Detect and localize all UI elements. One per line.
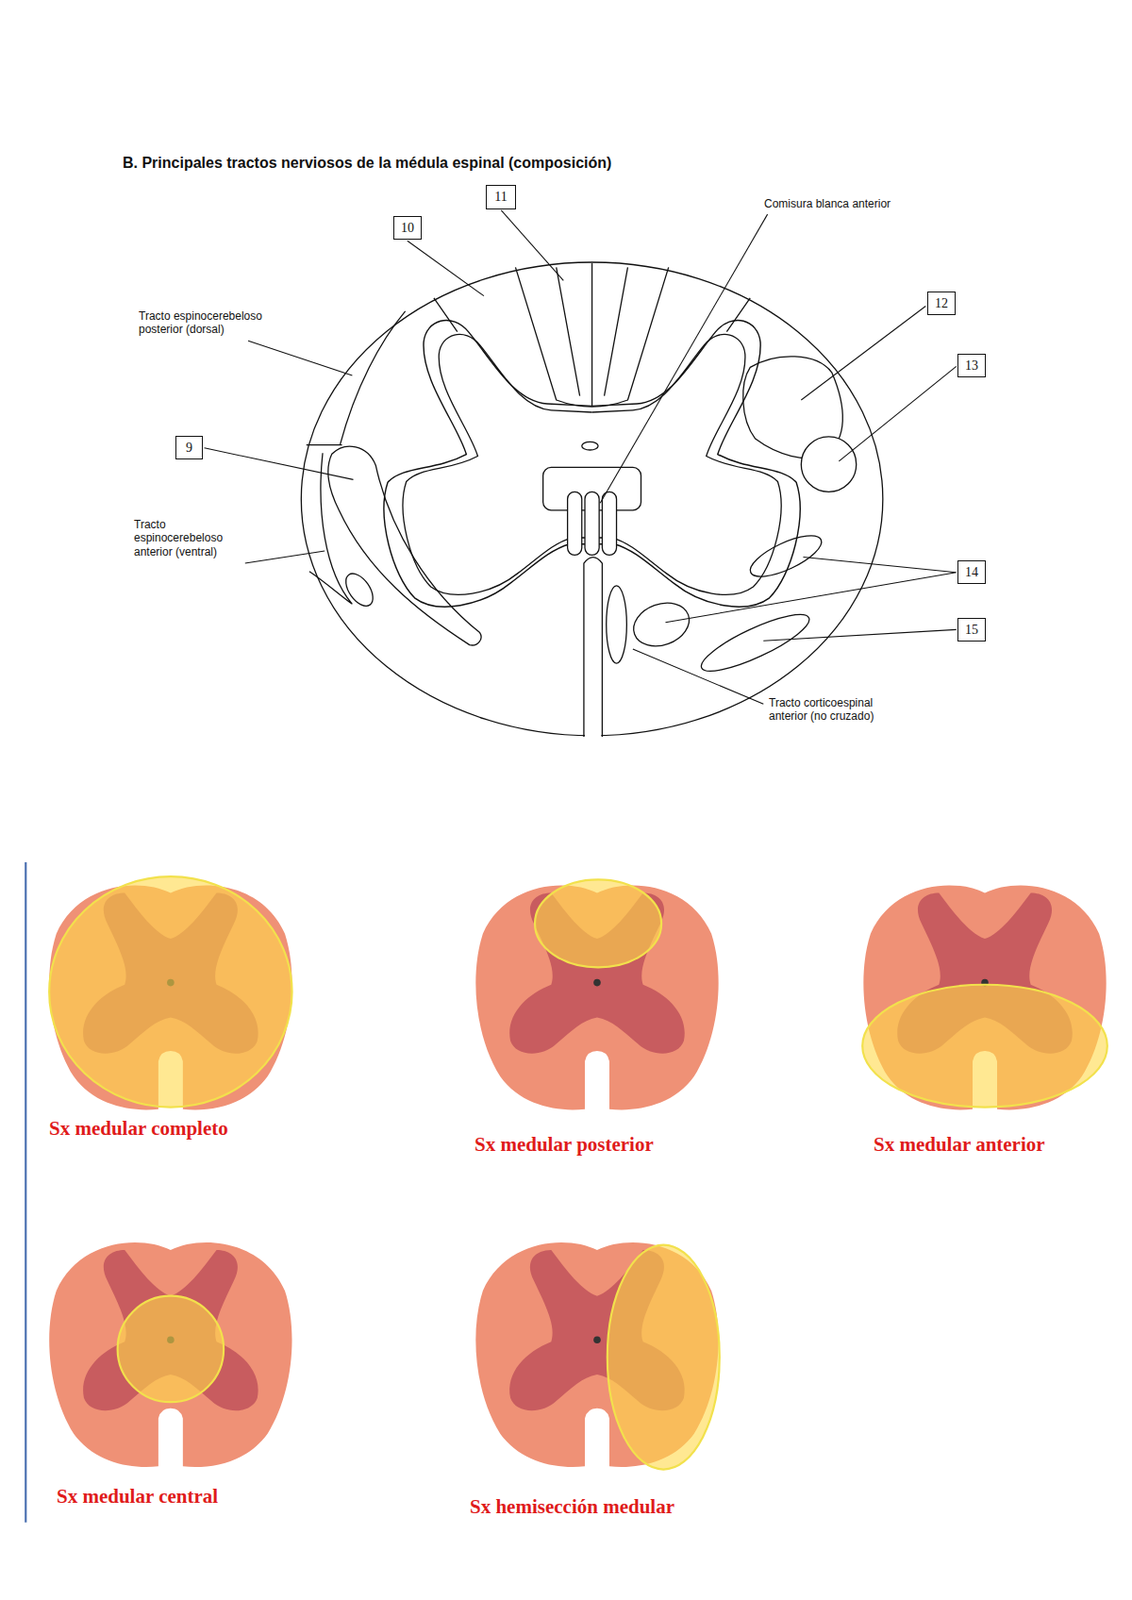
syndrome-caption: Sx medular posterior [474,1132,654,1157]
posterior-spinocerebellar-tract [306,311,406,446]
leader-line [763,629,956,641]
leader-lines [204,210,957,705]
callout-number: 10 [393,216,422,240]
leader-line [838,366,956,462]
central-canal [582,441,599,450]
callout-number: 15 [957,617,986,642]
syndrome-caption: Sx hemisección medular [469,1495,675,1519]
callout-number-text: 15 [965,622,979,638]
commissure-bundle [601,491,616,555]
anterior-corticospinal-tract [606,585,628,664]
cord-diagram [49,1242,292,1467]
syndrome-caption: Sx medular anterior [873,1132,1046,1157]
lesion-area [607,1245,720,1470]
leader-line [800,305,926,400]
callout-number: 14 [957,560,986,584]
drawing-part [49,876,1108,1469]
callout-number-text: 12 [934,296,949,312]
posterior-septum [591,263,593,406]
tract-label: Tracto espinocerebeloso posterior (dorsa… [137,309,282,337]
tract-14 [627,595,696,653]
tract-label: Tracto espinocerebeloso anterior (ventra… [133,517,244,559]
lesion-area [117,1296,224,1402]
drawing-part [383,320,592,608]
callout-number: 11 [485,184,517,210]
leader-line [599,214,767,503]
syndrome-diagrams [49,876,1108,1469]
leader-line [500,210,564,282]
callout-number: 13 [957,353,986,378]
gray-matter-left [402,333,592,595]
lesion-area [534,879,662,967]
leader-line [632,649,764,704]
callout-number: 9 [175,435,203,460]
figure-title: B. Principales tractos nerviosos de la m… [122,154,612,172]
fissure-gap [584,559,601,744]
gray-matter [383,320,800,608]
callout-number-text: 10 [400,220,415,236]
leader-line [407,240,484,296]
callout-number: 12 [927,291,956,316]
lesion-area [49,876,292,1107]
leader-line [204,448,354,481]
dorsal-column-border [515,266,668,407]
tract-15 [695,604,816,681]
callout-number-text: 14 [965,565,979,581]
drawing-part [592,333,782,595]
leader-line [245,550,325,564]
tract-label: Tracto corticoespinal anterior (no cruza… [767,696,902,724]
gracile-border [556,266,629,396]
commissure-bundle [567,491,583,555]
commissure-bundle [584,491,600,555]
syndrome-caption: Sx medular completo [49,1116,229,1141]
leader-line [248,340,352,376]
tract-9 [328,446,482,646]
callout-number-text: 9 [185,440,193,456]
tract-14 [745,527,827,584]
minor-tract [340,568,379,611]
lesion-area [862,984,1108,1108]
leader-line [665,557,956,623]
callout-number-text: 11 [494,189,507,205]
callout-number-text: 13 [965,358,979,374]
syndrome-caption: Sx medular central [56,1484,218,1509]
anterior-median-fissure [583,557,602,737]
tract-13 [800,436,856,492]
spinal-cord-section [300,262,883,743]
structure-label: Comisura blanca anterior [763,197,892,211]
margin-line [24,862,27,1523]
